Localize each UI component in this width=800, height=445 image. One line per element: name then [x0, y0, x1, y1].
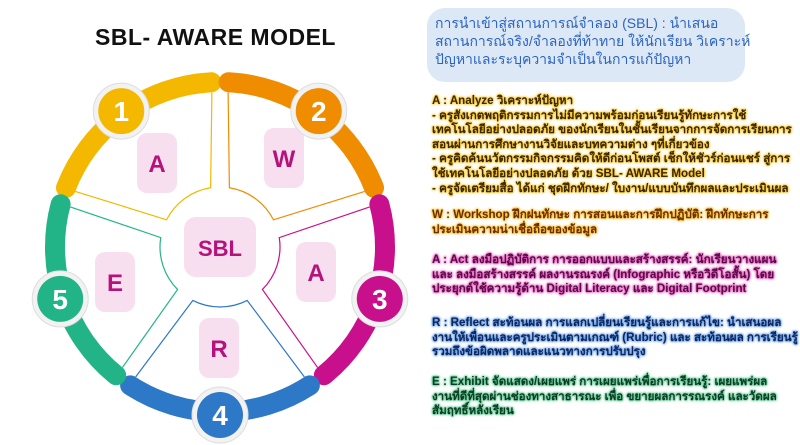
section-exhibit: E : Exhibit จัดแสดง/เผยแพร่ การเผยแพร่เพ… — [432, 375, 777, 419]
section-workshop: W : Workshop ฝึกฝนทักษะ การสอนและการฝึกป… — [432, 208, 769, 237]
section-reflect: R : Reflect สะท้อนผล การแลกเปลี่ยนเรียนร… — [432, 316, 798, 360]
section-line: ประเมินความน่าเชื่อถือของข้อมูล — [432, 222, 598, 236]
segment-number: 3 — [372, 284, 388, 315]
section-line: - ครูจัดเตรียมสื่อ ได้แก่ ชุดฝึกทักษะ/ ใ… — [432, 181, 789, 195]
diagram-title: SBL- AWARE MODEL — [95, 24, 336, 50]
intro-line: ปัญหาและระบุความจำเป็นในการแก้ปัญหา — [435, 51, 692, 67]
intro-line: การนำเข้าสู่สถานการณ์จำลอง (SBL) : นำเสน… — [435, 15, 719, 31]
segment-number: 4 — [212, 400, 228, 431]
section-line: ประยุกต์ใช้ความรู้ด้าน Digital Literacy … — [432, 282, 747, 296]
section-line: A : Act ลงมือปฏิบัติการ การออกแบบและสร้า… — [432, 253, 777, 266]
center-box — [184, 217, 256, 277]
section-line: สัมฤทธิ์หลังเรียน — [432, 404, 514, 418]
section-line: - ครูสังเกตพฤติกรรมการไม่มีความพร้อมก่อน… — [432, 108, 747, 122]
sector-outline-1 — [75, 92, 213, 221]
section-act: A : Act ลงมือปฏิบัติการ การออกแบบและสร้า… — [432, 253, 776, 297]
sector-outline-5 — [70, 206, 179, 368]
letter-box-3 — [296, 242, 336, 302]
segment-letter: R — [210, 336, 227, 363]
letter-box-5 — [95, 252, 135, 312]
section-line: รวมถึงข้อผิดพลาดและแนวทางการปรับปรุง — [432, 345, 646, 359]
sector-outline-2 — [227, 92, 365, 221]
segment-letter: W — [273, 146, 296, 173]
sector-outline-3 — [261, 206, 370, 368]
section-analyze: A : Analyze วิเคราะห์ปัญหา - ครูสังเกตพฤ… — [432, 94, 792, 196]
section-line: และ ลงมือสร้างสรรค์ ผลงานรณรงค์ (Infogra… — [432, 267, 775, 281]
section-line: งานที่ดีที่สุดผ่านช่องทางสาธารณะ เพื่อ ข… — [432, 389, 777, 403]
section-line: E : Exhibit จัดแสดง/เผยแพร่ การเผยแพร่เพ… — [432, 375, 768, 388]
section-line: เทคโนโลยีอย่างปลอดภัย ของนักเรียนในชั้นเ… — [432, 123, 792, 137]
intro-box: การนำเข้าสู่สถานการณ์จำลอง (SBL) : นำเสน… — [427, 8, 751, 82]
segment-number: 1 — [113, 96, 129, 127]
letter-box-1 — [137, 133, 177, 193]
section-line: W : Workshop ฝึกฝนทักษะ การสอนและการฝึกป… — [432, 208, 769, 221]
number-badge-4 — [197, 392, 243, 438]
letter-box-2 — [264, 128, 304, 188]
section-line: งานให้เพื่อนและครูประเมินตามเกณฑ์ (Rubri… — [432, 330, 798, 344]
section-line: R : Reflect สะท้อนผล การแลกเปลี่ยนเรียนร… — [432, 316, 782, 329]
section-line: A : Analyze วิเคราะห์ปัญหา — [432, 94, 574, 107]
letter-box-4 — [199, 318, 239, 378]
section-line: สอนผ่านการศึกษางานวิจัยและบทความต่าง ๆที… — [432, 137, 710, 151]
number-badge-2 — [295, 88, 342, 135]
segment-number: 2 — [311, 96, 327, 127]
intro-line: สถานการณ์จริง/จำลองที่ท้าทาย ให้นักเรียน… — [435, 33, 751, 49]
aware-model-wheel: A W A R E 1 2 3 4 5 SBL — [31, 72, 409, 444]
number-badge-3 — [356, 275, 403, 322]
segment-letter: A — [148, 151, 165, 178]
section-line: - ครูคิดค้นนวัตกรรมกิจกรรมคิดให้ดีก่อนโพ… — [432, 152, 791, 166]
segment-letter: A — [307, 260, 324, 287]
number-badge-5 — [37, 275, 84, 322]
segment-letter: E — [107, 270, 123, 297]
sector-outline-4 — [135, 299, 305, 378]
center-label: SBL — [198, 236, 242, 261]
section-line: ใช้เทคโนโลยีอย่างปลอดภัย ด้วย SBL- AWARE… — [432, 166, 705, 180]
number-badge-1 — [98, 88, 145, 135]
segment-number: 5 — [52, 284, 68, 315]
